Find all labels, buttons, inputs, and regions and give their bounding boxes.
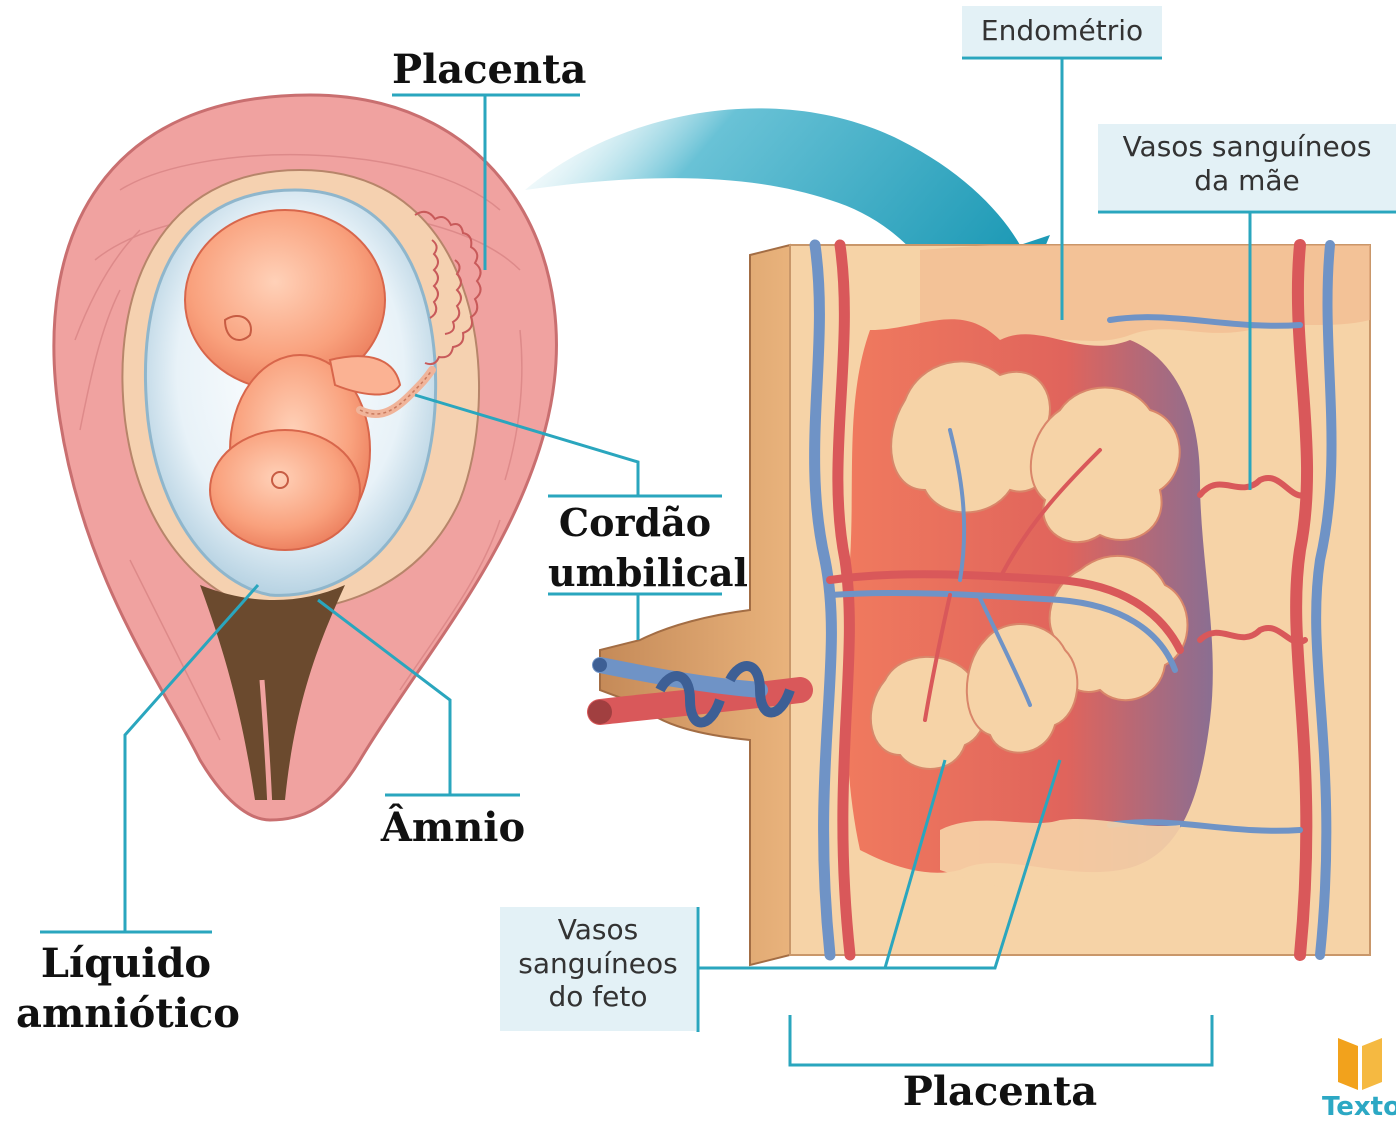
label-liquido-amniotico-line1: Líquido	[20, 942, 232, 986]
label-vasos-feto-line1: Vasos	[500, 913, 696, 947]
fetal-surface	[600, 245, 790, 965]
label-vasos-mae-line1: Vasos sanguíneos	[1098, 130, 1396, 164]
label-vasos-feto-line3: do feto	[500, 980, 696, 1014]
label-vasos-mae-line2: da mãe	[1098, 164, 1396, 198]
uterus-illustration	[54, 95, 557, 820]
label-vasos-mae: Vasos sanguíneos da mãe	[1098, 124, 1396, 210]
endometrium-bottom	[940, 819, 1180, 888]
texto-logo-text: Texto	[1322, 1092, 1396, 1122]
label-cordao-umbilical-line1: Cordão	[548, 502, 722, 544]
label-placenta-bottom: Placenta	[880, 1070, 1120, 1114]
label-liquido-amniotico-line2: amniótico	[16, 992, 240, 1036]
label-cordao-umbilical-line2: umbilical	[548, 552, 738, 594]
placenta-block	[588, 245, 1370, 965]
label-vasos-feto-line2: sanguíneos	[500, 947, 696, 981]
label-endometrio: Endométrio	[962, 6, 1162, 56]
label-vasos-feto: Vasos sanguíneos do feto	[500, 907, 696, 1031]
label-placenta-top: Placenta	[392, 48, 580, 92]
label-amnio: Âmnio	[378, 806, 528, 850]
texto-logo-icon	[1338, 1038, 1382, 1090]
